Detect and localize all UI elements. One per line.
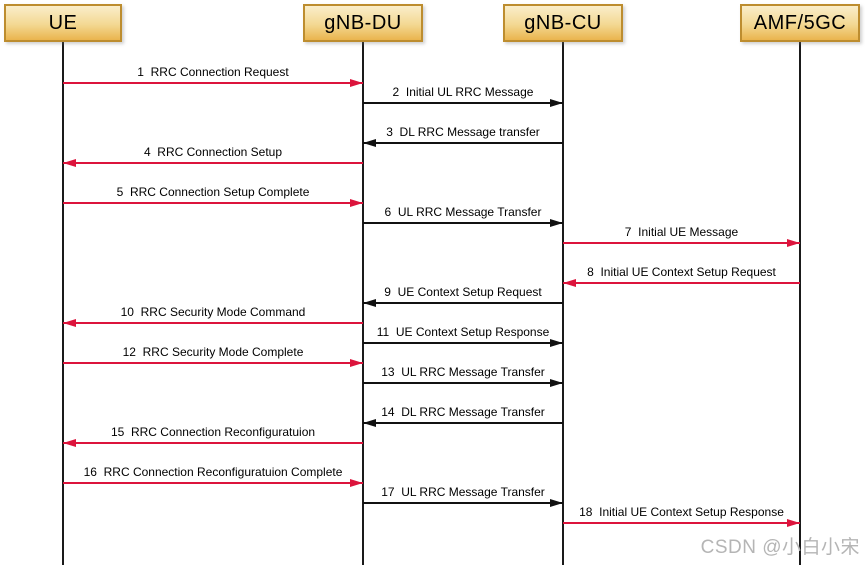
message-line-9 <box>363 302 563 304</box>
message-line-13 <box>363 382 563 384</box>
message-line-14 <box>363 422 563 424</box>
actor-box-gnb-du: gNB-DU <box>303 4 423 42</box>
arrowhead-icon <box>363 418 376 427</box>
arrowhead-icon <box>63 318 76 327</box>
actor-box-amf-5gc: AMF/5GC <box>740 4 860 42</box>
arrowhead-icon <box>550 218 563 227</box>
actor-box-ue: UE <box>4 4 122 42</box>
message-line-11 <box>363 342 563 344</box>
message-line-10 <box>63 322 363 324</box>
message-8: 8 Initial UE Context Setup Request <box>563 264 800 287</box>
message-line-4 <box>63 162 363 164</box>
arrowhead-icon <box>563 278 576 287</box>
arrowhead-icon <box>787 238 800 247</box>
message-label-10: 10 RRC Security Mode Command <box>120 305 306 319</box>
message-15: 15 RRC Connection Reconfiguratuion <box>63 424 363 447</box>
message-11: 11 UE Context Setup Response <box>363 324 563 347</box>
message-4: 4 RRC Connection Setup <box>63 144 363 167</box>
message-label-14: 14 DL RRC Message Transfer <box>381 405 545 419</box>
message-label-12: 12 RRC Security Mode Complete <box>122 345 304 359</box>
message-line-18 <box>563 522 800 524</box>
arrowhead-icon <box>63 438 76 447</box>
message-13: 13 UL RRC Message Transfer <box>363 364 563 387</box>
message-18: 18 Initial UE Context Setup Response <box>563 504 800 527</box>
arrowhead-icon <box>63 158 76 167</box>
actor-box-gnb-cu: gNB-CU <box>503 4 623 42</box>
message-line-6 <box>363 222 563 224</box>
message-6: 6 UL RRC Message Transfer <box>363 204 563 227</box>
message-label-18: 18 Initial UE Context Setup Response <box>579 505 784 519</box>
message-line-12 <box>63 362 363 364</box>
message-2: 2 Initial UL RRC Message <box>363 84 563 107</box>
arrowhead-icon <box>363 298 376 307</box>
arrowhead-icon <box>550 98 563 107</box>
message-label-4: 4 RRC Connection Setup <box>143 145 283 159</box>
message-17: 17 UL RRC Message Transfer <box>363 484 563 507</box>
arrowhead-icon <box>350 358 363 367</box>
lifeline-ue <box>62 42 64 565</box>
message-line-8 <box>563 282 800 284</box>
arrowhead-icon <box>363 138 376 147</box>
message-label-13: 13 UL RRC Message Transfer <box>381 365 545 379</box>
message-1: 1 RRC Connection Request <box>63 64 363 87</box>
message-line-2 <box>363 102 563 104</box>
message-label-5: 5 RRC Connection Setup Complete <box>116 185 310 199</box>
watermark: CSDN @小白小宋 <box>700 537 860 558</box>
message-label-7: 7 Initial UE Message <box>624 225 739 239</box>
message-label-3: 3 DL RRC Message transfer <box>386 125 540 139</box>
message-line-15 <box>63 442 363 444</box>
message-line-5 <box>63 202 363 204</box>
message-label-15: 15 RRC Connection Reconfiguratuion <box>110 425 316 439</box>
message-line-7 <box>563 242 800 244</box>
message-line-3 <box>363 142 563 144</box>
arrowhead-icon <box>350 478 363 487</box>
arrowhead-icon <box>350 78 363 87</box>
message-line-16 <box>63 482 363 484</box>
message-label-17: 17 UL RRC Message Transfer <box>381 485 545 499</box>
message-label-11: 11 UE Context Setup Response <box>376 325 550 339</box>
arrowhead-icon <box>787 518 800 527</box>
lifeline-gnb-cu <box>562 42 564 565</box>
arrowhead-icon <box>550 338 563 347</box>
message-5: 5 RRC Connection Setup Complete <box>63 184 363 207</box>
message-label-9: 9 UE Context Setup Request <box>384 285 542 299</box>
message-9: 9 UE Context Setup Request <box>363 284 563 307</box>
arrowhead-icon <box>550 498 563 507</box>
arrowhead-icon <box>550 378 563 387</box>
message-7: 7 Initial UE Message <box>563 224 800 247</box>
message-label-1: 1 RRC Connection Request <box>137 65 289 79</box>
arrowhead-icon <box>350 198 363 207</box>
message-label-8: 8 Initial UE Context Setup Request <box>587 265 776 279</box>
message-line-1 <box>63 82 363 84</box>
message-14: 14 DL RRC Message Transfer <box>363 404 563 427</box>
message-label-2: 2 Initial UL RRC Message <box>392 85 534 99</box>
lifeline-amf-5gc <box>799 42 801 565</box>
message-3: 3 DL RRC Message transfer <box>363 124 563 147</box>
message-label-6: 6 UL RRC Message Transfer <box>384 205 542 219</box>
message-10: 10 RRC Security Mode Command <box>63 304 363 327</box>
message-line-17 <box>363 502 563 504</box>
message-12: 12 RRC Security Mode Complete <box>63 344 363 367</box>
message-16: 16 RRC Connection Reconfiguratuion Compl… <box>63 464 363 487</box>
message-label-16: 16 RRC Connection Reconfiguratuion Compl… <box>83 465 343 479</box>
